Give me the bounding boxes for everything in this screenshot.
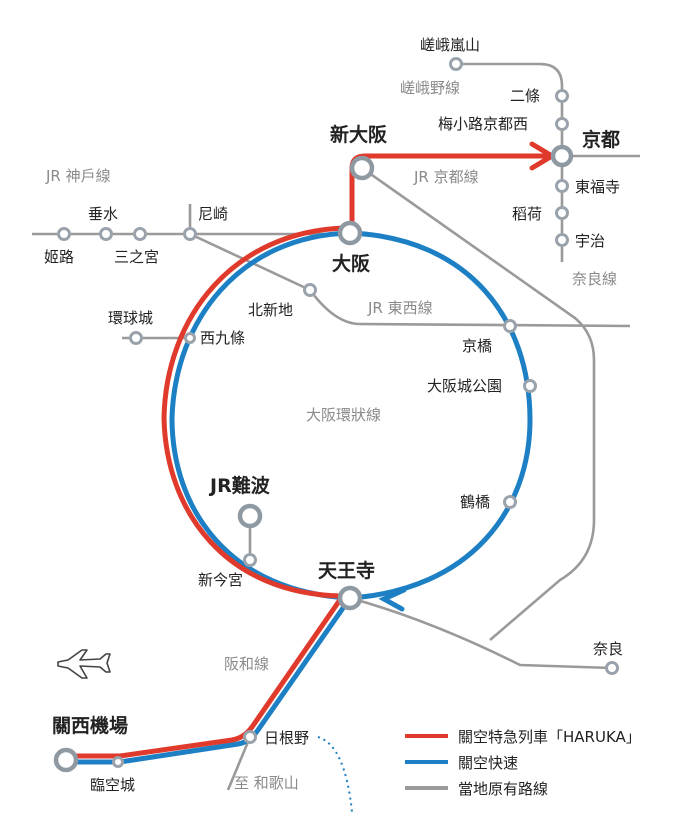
- station-labels: 嵯峨嵐山 二條 梅小路京都西 京都 東福寺 稻荷 宇治 新大阪 大阪 尼崎 垂水…: [44, 36, 623, 794]
- label-rinkutown: 臨空城: [90, 776, 135, 794]
- label-umekoji: 梅小路京都西: [438, 115, 528, 133]
- label-uji: 宇治: [575, 232, 605, 250]
- label-sannomiya: 三之宮: [114, 248, 159, 266]
- line-labels: 嵯峨野線 JR 神戶線 JR 京都線 JR 東西線 奈良線 大阪環狀線 阪和線 …: [45, 79, 617, 792]
- local-lines: [32, 62, 640, 813]
- stn-shinimamiya[interactable]: [243, 553, 257, 567]
- label-tennoji: 天王寺: [318, 560, 375, 582]
- line-label-kyoto: JR 京都線: [413, 168, 479, 186]
- label-kyoto: 京都: [582, 128, 620, 151]
- label-nijo: 二條: [510, 87, 540, 105]
- stn-jrnamba[interactable]: [237, 503, 263, 529]
- stn-shinosaka[interactable]: [349, 155, 375, 181]
- label-shinimamiya: 新今宮: [198, 571, 243, 589]
- line-label-hanwa: 阪和線: [224, 655, 269, 673]
- label-tofukuji: 東福寺: [575, 178, 620, 196]
- stn-nishikujo[interactable]: [184, 332, 196, 344]
- label-kitashinchi: 北新地: [248, 301, 293, 319]
- stn-tsuruhashi[interactable]: [503, 495, 517, 509]
- stn-universal[interactable]: [129, 331, 143, 345]
- stn-osakajokoen[interactable]: [523, 379, 537, 393]
- stn-tennoji[interactable]: [337, 585, 363, 611]
- shinosaka-east-branch: [361, 166, 596, 641]
- legend-label-haruka: 關空特急列車「HARUKA」: [458, 728, 641, 746]
- line-label-kobe: JR 神戶線: [45, 167, 111, 185]
- stn-hineno[interactable]: [243, 730, 257, 744]
- stn-himeji[interactable]: [57, 227, 71, 241]
- haruka-airport: [70, 592, 347, 759]
- line-label-tozai: JR 東西線: [367, 299, 433, 317]
- stn-rinkutown[interactable]: [112, 756, 124, 768]
- hineno-dotted-branch: [317, 736, 353, 813]
- stn-umekoji[interactable]: [555, 117, 569, 131]
- stn-osaka[interactable]: [337, 220, 363, 246]
- label-amagasaki: 尼崎: [198, 205, 228, 223]
- label-hineno: 日根野: [264, 729, 309, 747]
- line-label-loop: 大阪環狀線: [306, 406, 381, 424]
- legend-label-local: 當地原有路線: [458, 780, 548, 798]
- stn-sannomiya[interactable]: [133, 227, 147, 241]
- line-label-nara: 奈良線: [572, 270, 617, 288]
- stn-tarumi[interactable]: [99, 227, 113, 241]
- airplane-icon: [57, 649, 111, 679]
- sagano-line: [456, 62, 564, 156]
- loop-direction-arrow: [378, 587, 407, 612]
- stn-inari[interactable]: [555, 206, 569, 220]
- yamatoji-line: [349, 596, 613, 670]
- label-kyobashi: 京橋: [462, 337, 492, 355]
- stn-kyoto[interactable]: [550, 144, 574, 168]
- to-wakayama-line: [226, 736, 252, 791]
- legend: 關空特急列車「HARUKA」 關空快速 當地原有路線: [405, 728, 641, 798]
- loop-blue-west: [169, 230, 351, 601]
- stn-nara[interactable]: [605, 661, 619, 675]
- label-himeji: 姬路: [44, 248, 74, 266]
- label-sagaarashiyama: 嵯峨嵐山: [420, 36, 480, 54]
- stn-nijo[interactable]: [555, 89, 569, 103]
- stn-amagasaki[interactable]: [183, 227, 197, 241]
- line-label-sagano: 嵯峨野線: [400, 79, 460, 97]
- haruka-loop-west: [161, 225, 345, 599]
- label-universal: 環球城: [108, 309, 153, 327]
- label-kansaiairport: 關西機場: [52, 714, 128, 737]
- stn-sagaarashiyama[interactable]: [449, 57, 463, 71]
- station-markers: [53, 57, 619, 773]
- label-shinosaka: 新大阪: [330, 123, 388, 146]
- legend-label-kanku-rapid: 關空快速: [458, 754, 518, 772]
- stn-kyobashi[interactable]: [503, 319, 517, 333]
- stn-uji[interactable]: [555, 233, 569, 247]
- line-label-wakayama: 至 和歌山: [234, 774, 299, 792]
- label-osakajokoen: 大阪城公園: [427, 377, 502, 395]
- stn-kansaiairport[interactable]: [53, 747, 79, 773]
- stn-tofukuji[interactable]: [555, 179, 569, 193]
- label-osaka: 大阪: [332, 252, 371, 275]
- label-nara: 奈良: [593, 640, 623, 658]
- loop-blue-east: [349, 230, 533, 601]
- label-tarumi: 垂水: [88, 205, 118, 223]
- label-inari: 稻荷: [512, 205, 542, 223]
- label-jrnamba: JR難波: [208, 474, 271, 497]
- stn-kitashinchi[interactable]: [303, 283, 317, 297]
- label-tsuruhashi: 鶴橋: [460, 493, 490, 511]
- label-nishikujo: 西九條: [200, 329, 245, 347]
